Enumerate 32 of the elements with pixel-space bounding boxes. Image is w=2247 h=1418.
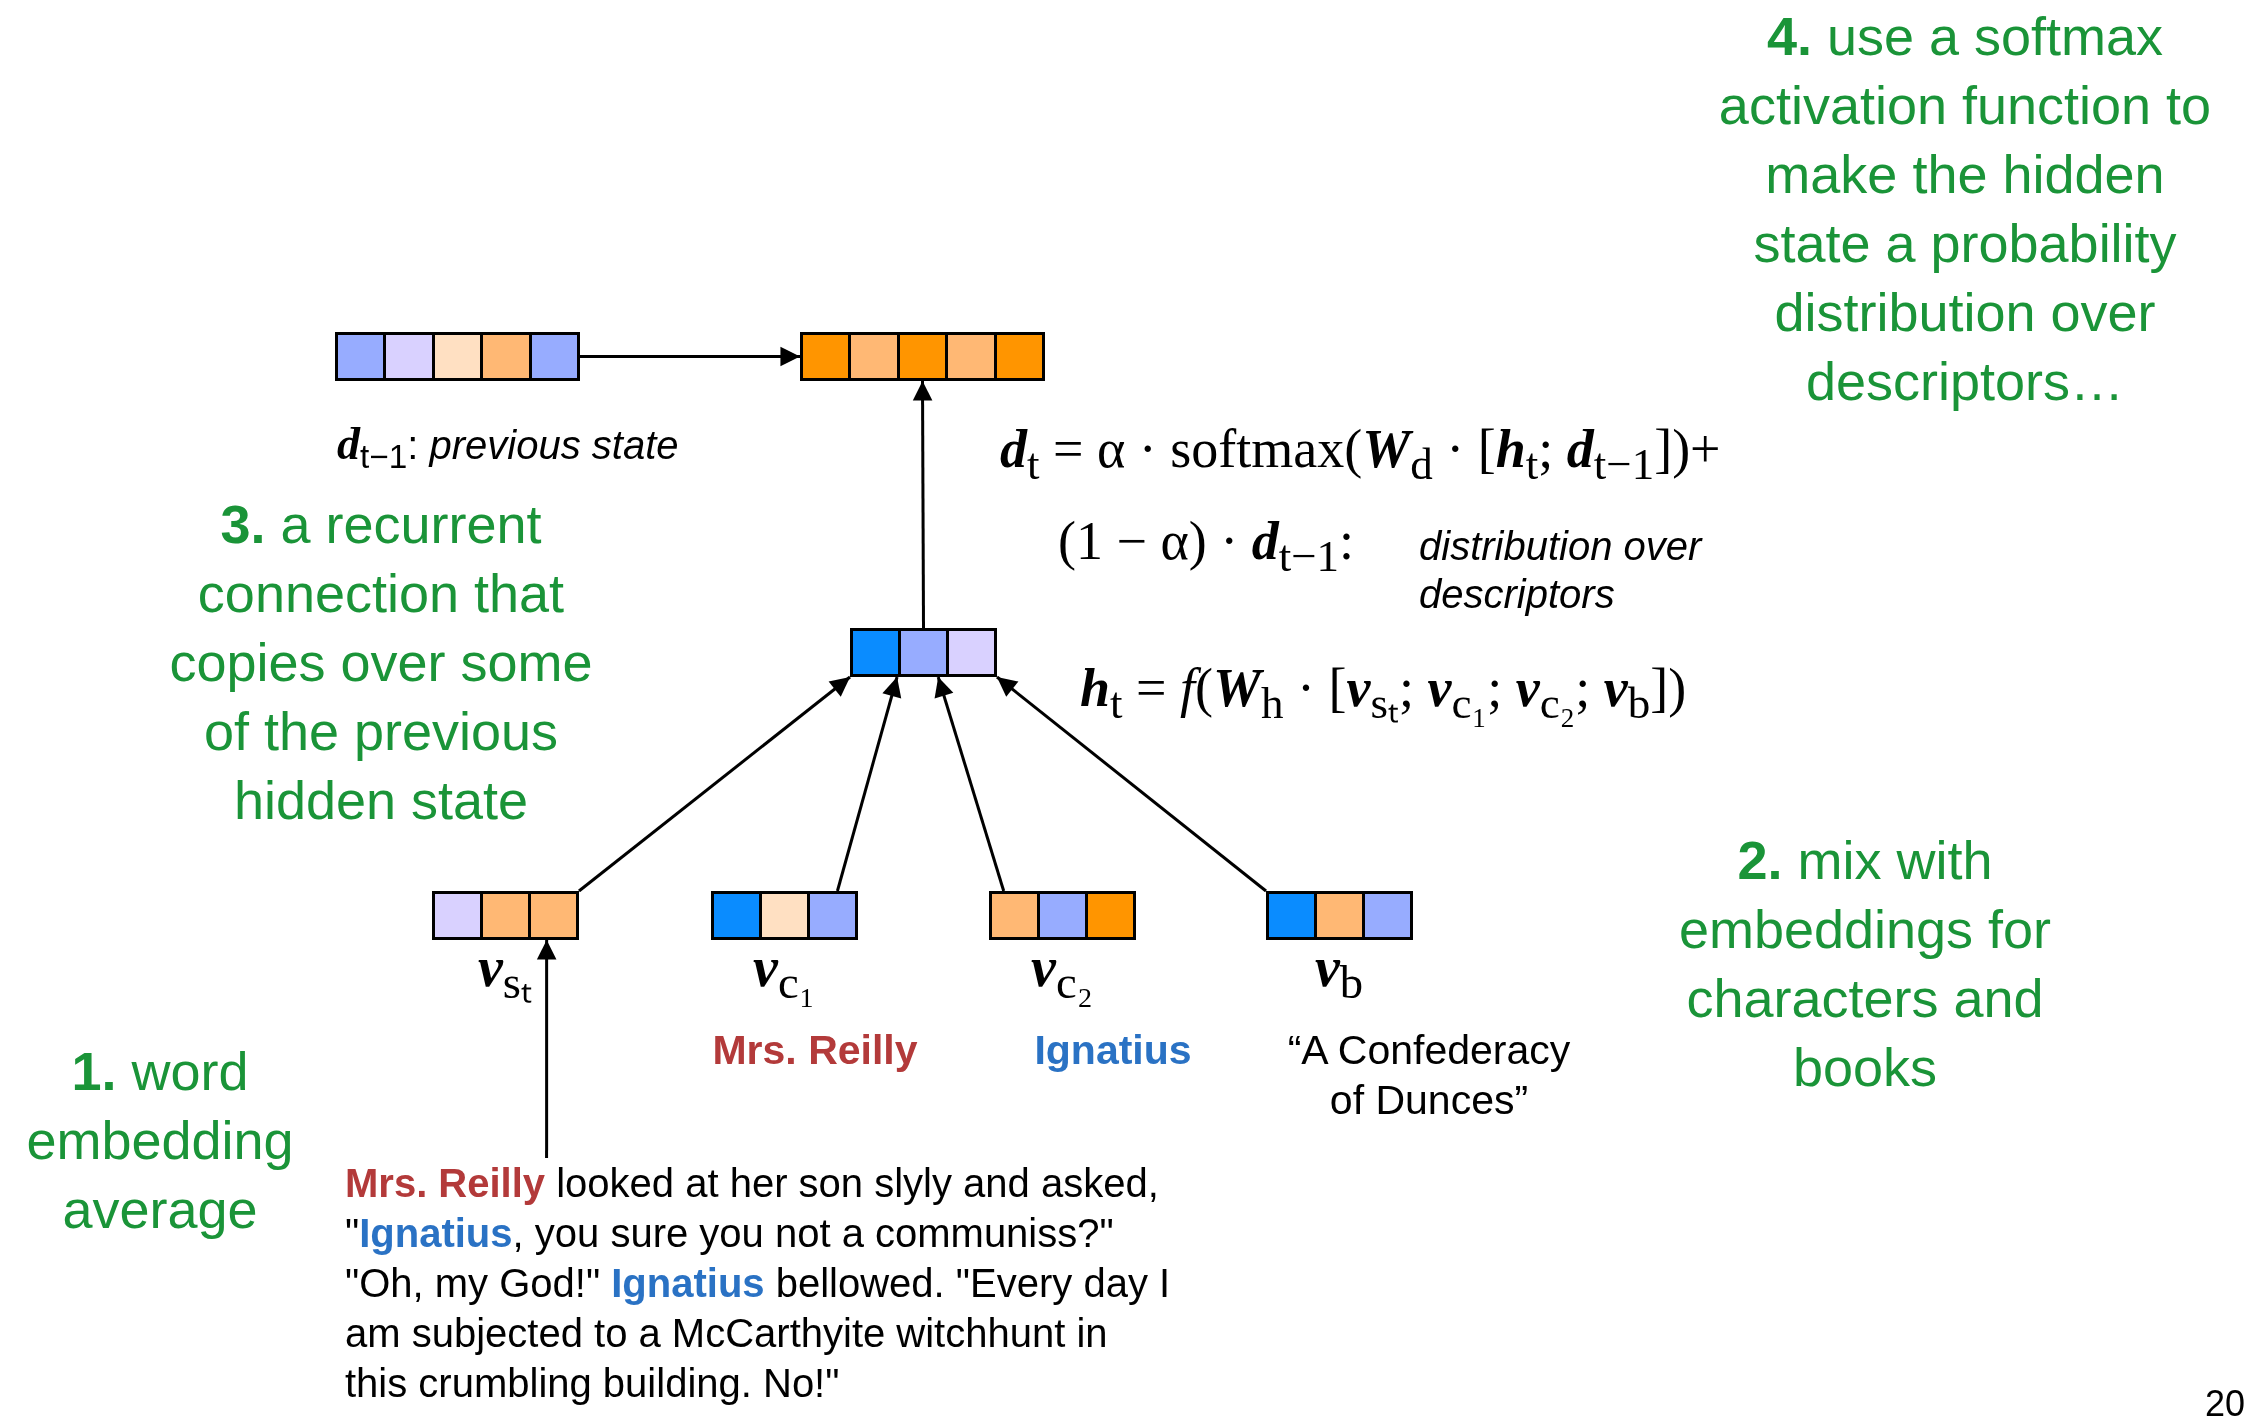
annotation-text: 3. a recurrent connection that copies over some of the previous hidden state: [168, 493, 594, 832]
arrow: [996, 675, 1267, 893]
vector-label: v$_{b}$: [1313, 935, 1365, 1010]
character-name: Ignatius: [1033, 1026, 1193, 1075]
vector-bar: [432, 891, 579, 940]
annotation-text: 4. use a softmax activation function to make the hidden state a probability distribution over descriptors…: [1717, 5, 2213, 413]
vector-bar: [1266, 891, 1413, 940]
vector-label: v$_{sₜ}$: [477, 935, 533, 1011]
arrow: [580, 346, 801, 367]
vector-label: v$_{c₁}$: [752, 935, 816, 1010]
vector-bar: [800, 332, 1045, 381]
annotation-text: 1. word embedding average: [25, 1040, 295, 1241]
character-name: Mrs. Reilly: [711, 1026, 919, 1075]
arrow: [934, 676, 1006, 892]
equation-note: distribution over descriptors: [1419, 523, 1704, 618]
arrow: [578, 675, 851, 893]
book-title: “A Confederacy of Dunces”: [1286, 1026, 1572, 1125]
vector-bar: [335, 332, 580, 381]
vector-bar: [989, 891, 1136, 940]
passage-text: Mrs. Reilly looked at her son slyly and asked, "Ignatius, you sure you not a communiss?" "Oh, my God!" Ignatius bellowed. "Every day I am subjected to a McCarthyite witchhunt in this crumbling building. No!": [345, 1158, 1175, 1408]
arrow: [835, 676, 902, 892]
equation: d$_{t}$ = α · softmax(W$_{d}$ · [h$_{t}$; d$_{t−1}$])+: [1000, 418, 1721, 490]
vector-bar: [850, 628, 997, 677]
page-number: 20: [2205, 1382, 2246, 1418]
arrow: [536, 939, 557, 1158]
state-label: d$_{t−1}$: previous state: [337, 420, 680, 477]
arrow: [912, 380, 933, 628]
vector-label: v$_{c₂}$: [1030, 935, 1094, 1010]
equation: h$_{t}$ = f(W$_{h}$ · [v$_{sₜ}$; v$_{c₁}$; v$_{c₂}$; v$_{b}$]): [1080, 657, 1687, 730]
equation: (1 − α) · d$_{t−1}$:: [1058, 510, 1355, 582]
annotation-text: 2. mix with embeddings for characters and books: [1677, 829, 2053, 1099]
vector-bar: [711, 891, 858, 940]
